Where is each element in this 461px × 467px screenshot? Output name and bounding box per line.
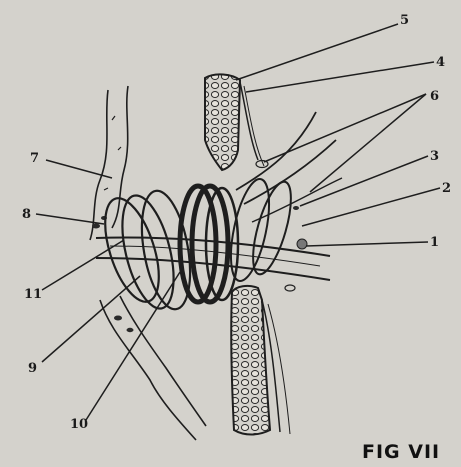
label-6: 6 [430, 89, 439, 104]
lower-left-vessel [100, 296, 206, 440]
label-8: 8 [22, 207, 31, 222]
label-10: 10 [70, 417, 88, 432]
lower-tissue-column [231, 286, 290, 435]
label-3: 3 [430, 149, 439, 164]
label-2: 2 [442, 181, 451, 196]
label-5: 5 [400, 13, 409, 28]
label-4: 4 [436, 55, 445, 70]
label-1: 1 [430, 235, 439, 250]
label-9: 9 [28, 361, 37, 376]
upper-tissue-column [205, 74, 264, 170]
label-7: 7 [30, 151, 39, 166]
figure-caption: FIG VII [362, 441, 440, 463]
coil-wraps [94, 176, 298, 314]
label-11: 11 [24, 287, 42, 302]
